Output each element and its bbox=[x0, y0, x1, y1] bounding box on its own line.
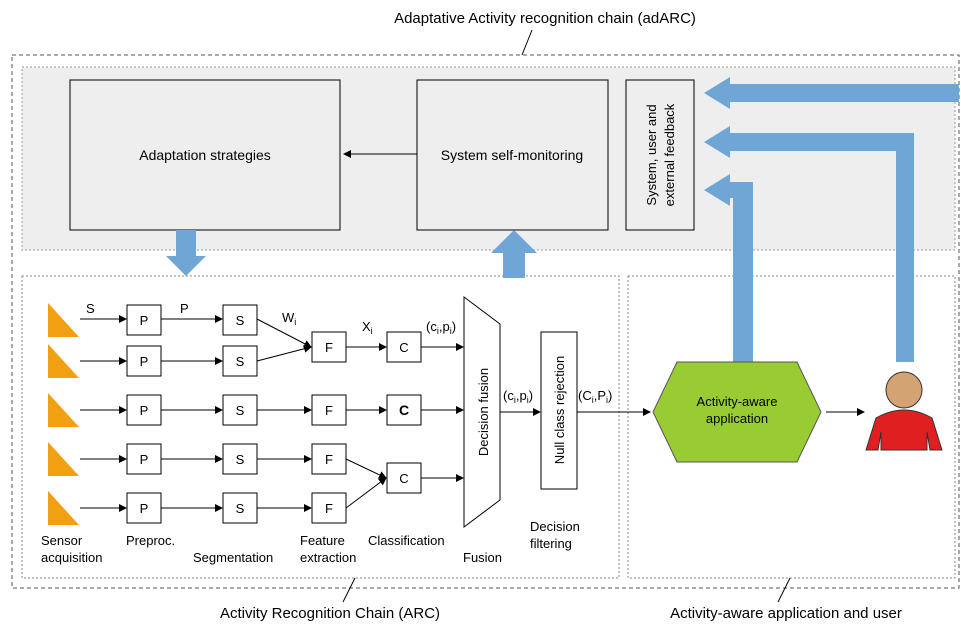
feature-box-1 bbox=[311, 331, 347, 363]
sensor-2 bbox=[48, 344, 79, 378]
app-user-title: Activity-aware application and user bbox=[670, 605, 902, 622]
segment-label-1: S bbox=[236, 313, 245, 328]
feature-label-3: F bbox=[325, 452, 333, 467]
classifier-box-1 bbox=[386, 331, 422, 363]
preproc-label-1: P bbox=[140, 313, 149, 328]
self-monitoring-label: System self-monitoring bbox=[441, 147, 583, 163]
arc-title-leader bbox=[342, 577, 356, 603]
segment-box-5 bbox=[222, 492, 258, 524]
stage-decision-2: filtering bbox=[530, 536, 572, 551]
stage-fusion: Fusion bbox=[463, 550, 502, 565]
wire-s2-f1 bbox=[256, 344, 312, 362]
decision-fusion-label: Decision fusion bbox=[476, 368, 491, 456]
preproc-label-4: P bbox=[140, 452, 149, 467]
classifier-label-2: C bbox=[399, 402, 409, 418]
segment-label-5: S bbox=[236, 501, 245, 516]
preproc-label-2: P bbox=[140, 354, 149, 369]
feature-label-2: F bbox=[325, 403, 333, 418]
stage-classification: Classification bbox=[368, 533, 445, 548]
stage-feature-1: Feature bbox=[300, 533, 345, 548]
segment-label-2: S bbox=[236, 354, 245, 369]
app-title-leader bbox=[777, 577, 791, 603]
user-body bbox=[865, 409, 943, 451]
classifier-box-2 bbox=[386, 394, 422, 426]
signal-CP-output: (Ci,Pi) bbox=[578, 388, 612, 405]
user-head bbox=[885, 371, 923, 409]
adarc-frame bbox=[11, 54, 960, 589]
feature-box-3 bbox=[311, 443, 347, 475]
adarc-title: Adaptative Activity recognition chain (a… bbox=[394, 10, 696, 27]
segment-box-1 bbox=[222, 304, 258, 336]
feedback-arrow-mid bbox=[704, 126, 914, 362]
signal-p: P bbox=[180, 301, 189, 316]
wire-f3-c3 bbox=[345, 458, 387, 479]
application-label-2: application bbox=[706, 411, 768, 426]
arc-title: Activity Recognition Chain (ARC) bbox=[220, 605, 440, 622]
app-user-region bbox=[627, 275, 956, 579]
stage-preproc: Preproc. bbox=[126, 533, 175, 548]
stage-sensor-1: Sensor bbox=[41, 533, 83, 548]
arc-region bbox=[21, 275, 620, 579]
preproc-label-3: P bbox=[140, 403, 149, 418]
classifier-label-3: C bbox=[399, 471, 408, 486]
application-label-1: Activity-aware bbox=[697, 394, 778, 409]
stage-sensor-2: acquisition bbox=[41, 550, 102, 565]
adapt-down-arrow bbox=[166, 230, 206, 276]
self-monitoring-box bbox=[416, 79, 609, 231]
adaptation-strategies-box bbox=[69, 79, 341, 231]
stage-decision-1: Decision bbox=[530, 519, 580, 534]
feedback-label-line2: external feedback bbox=[662, 103, 677, 206]
wire-f4-c3 bbox=[345, 477, 387, 509]
preproc-box-1 bbox=[126, 304, 162, 336]
signal-w: Wi bbox=[282, 310, 296, 327]
signal-cp-fusion: (ci,pi) bbox=[503, 388, 533, 405]
segment-label-3: S bbox=[236, 403, 245, 418]
sensor-3 bbox=[48, 393, 79, 427]
signal-cp-classifier: (ci,pi) bbox=[426, 319, 456, 336]
feedback-arrow-app bbox=[704, 174, 753, 362]
feature-label-1: F bbox=[325, 340, 333, 355]
adarc-title-leader bbox=[521, 29, 533, 56]
sensors bbox=[48, 303, 79, 525]
feedback-label-line1: System, user and bbox=[644, 104, 659, 205]
decision-fusion-block bbox=[463, 296, 501, 528]
feature-label-4: F bbox=[325, 501, 333, 516]
sensor-4 bbox=[48, 442, 79, 476]
null-class-rejection-box bbox=[540, 331, 578, 490]
segment-label-4: S bbox=[236, 452, 245, 467]
signal-x: Xi bbox=[362, 319, 373, 336]
null-class-rejection-label: Null class rejection bbox=[552, 356, 567, 464]
classifier-label-1: C bbox=[399, 340, 408, 355]
activity-aware-application bbox=[652, 361, 822, 463]
feedback-box bbox=[625, 79, 695, 231]
stage-segmentation: Segmentation bbox=[193, 550, 273, 565]
classifier-box-3 bbox=[386, 462, 422, 494]
wire-s1-f1 bbox=[256, 318, 312, 348]
signal-s: S bbox=[86, 301, 95, 316]
adaptation-strategies-label: Adaptation strategies bbox=[139, 147, 271, 163]
feedback-arrow-top bbox=[704, 77, 959, 109]
arc-up-arrow bbox=[491, 230, 537, 278]
user-person-icon bbox=[865, 371, 943, 451]
sensor-5 bbox=[48, 491, 79, 525]
sensor-1 bbox=[48, 303, 79, 337]
preproc-label-5: P bbox=[140, 501, 149, 516]
segment-box-2 bbox=[222, 345, 258, 377]
preproc-box-2 bbox=[126, 345, 162, 377]
segment-box-4 bbox=[222, 443, 258, 475]
stage-feature-2: extraction bbox=[300, 550, 356, 565]
